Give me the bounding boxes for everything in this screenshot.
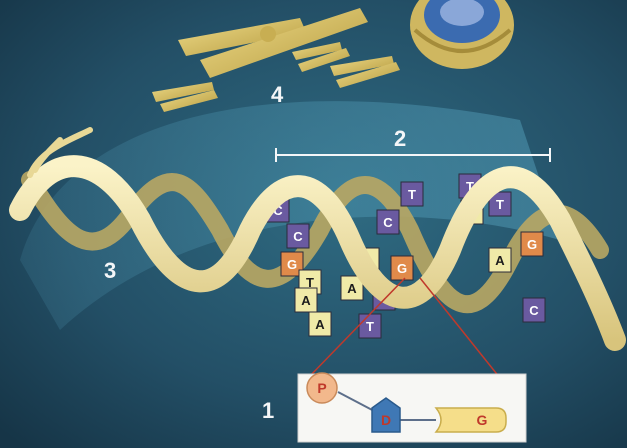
base-letter: T	[408, 187, 416, 202]
base-letter: C	[293, 229, 303, 244]
label-1: 1	[262, 398, 274, 423]
base-letter: C	[529, 303, 539, 318]
base-letter: A	[315, 317, 325, 332]
base-letter: A	[347, 281, 357, 296]
base-letter: C	[383, 215, 393, 230]
label-3: 3	[104, 258, 116, 283]
label-4: 4	[271, 82, 284, 107]
nucleotide-inset: P D G	[298, 373, 526, 442]
phosphate-label: P	[317, 380, 326, 396]
base-letter: G	[397, 261, 407, 276]
label-2: 2	[394, 126, 406, 151]
base-letter: A	[301, 293, 311, 308]
base-letter: G	[287, 257, 297, 272]
nitrogen-base-shape	[436, 408, 506, 432]
base-label: G	[477, 412, 488, 428]
base-letter: T	[496, 197, 504, 212]
base-letter: T	[366, 319, 374, 334]
base-letter: A	[495, 253, 505, 268]
base-letter: G	[527, 237, 537, 252]
sugar-label: D	[381, 412, 391, 428]
